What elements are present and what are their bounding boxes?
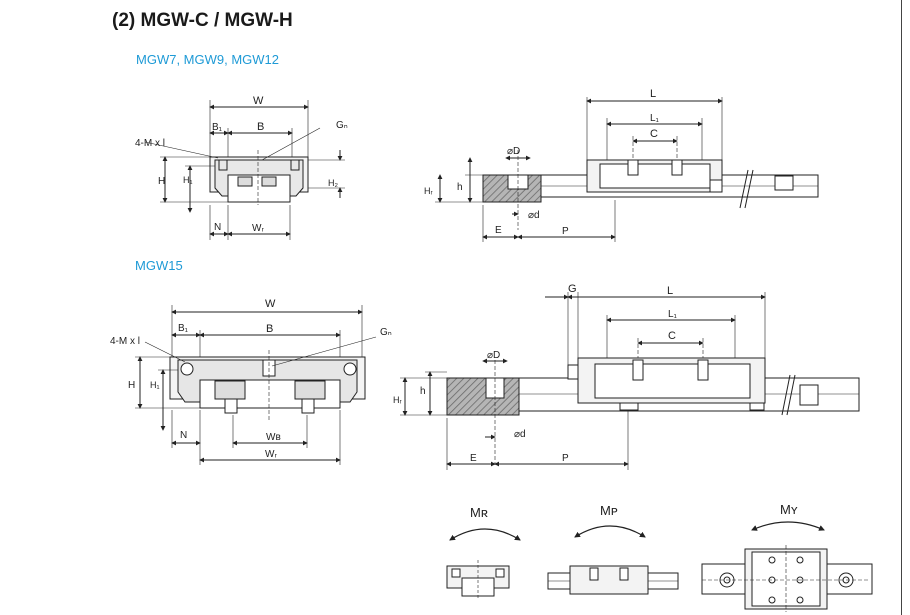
dim-label-mount-15: 4-M x l (110, 336, 140, 347)
dim-label-h: H (158, 176, 165, 187)
dim-label-b1-15: B₁ (178, 323, 189, 334)
dim-label-gn-15: Gₙ (380, 327, 392, 338)
dim-label-h-15: H (128, 380, 135, 391)
front-view-small (144, 100, 345, 240)
dim-label-h-side-15: h (420, 386, 426, 397)
dim-label-gn: Gₙ (336, 120, 348, 131)
dim-label-d-15: ⌀D (487, 350, 500, 361)
dim-label-c-15: C (668, 330, 676, 342)
page-border-line (901, 0, 902, 615)
dim-label-mount: 4-M x l (135, 138, 165, 149)
moment-mr-diagram (446, 528, 521, 600)
side-view-small (435, 97, 819, 242)
dim-label-n: N (214, 222, 221, 233)
page-title: (2) MGW-C / MGW-H (112, 10, 293, 31)
dim-label-l: L (650, 88, 656, 100)
moment-label-mr: Mʀ (470, 505, 488, 520)
dim-label-small-d-15: ⌀d (514, 429, 526, 440)
dim-label-hr: Hᵣ (424, 186, 433, 196)
moment-label-mp: Mᴘ (600, 503, 618, 518)
dim-label-n-15: N (180, 430, 187, 441)
section-subtitle-small-models: MGW7, MGW9, MGW12 (136, 52, 279, 67)
dim-label-b: B (257, 121, 264, 133)
dim-label-hr-15: Hᵣ (393, 395, 402, 405)
dim-label-l1-15: L₁ (668, 309, 678, 320)
side-view-mgw15 (400, 292, 860, 470)
dim-label-small-d: ⌀d (528, 210, 540, 221)
dim-label-wb-15: Wʙ (266, 432, 281, 443)
section-subtitle-mgw15: MGW15 (135, 258, 183, 273)
dim-label-h1-15: H₁ (150, 380, 160, 390)
dim-label-d: ⌀D (507, 146, 520, 157)
dim-label-g-15: G (568, 283, 577, 295)
dim-label-h1: H₁ (183, 175, 193, 185)
dim-label-wr-15: Wᵣ (265, 449, 277, 460)
dim-label-h2: H₂ (328, 178, 338, 188)
front-view-mgw15 (135, 305, 377, 465)
dim-label-p: P (562, 226, 569, 237)
moment-label-my: Mʏ (780, 502, 798, 517)
dim-label-b1: B₁ (212, 122, 223, 133)
dim-label-b-15: B (266, 323, 273, 335)
dim-label-h-side: h (457, 182, 463, 193)
dim-label-e: E (495, 225, 502, 236)
dim-label-l-15: L (667, 285, 673, 297)
dim-label-p-15: P (562, 453, 569, 464)
dim-label-e-15: E (470, 453, 477, 464)
moment-mp-diagram (547, 525, 679, 595)
dim-label-wr: Wᵣ (252, 223, 264, 234)
dim-label-w: W (253, 95, 264, 107)
dim-label-l1: L₁ (650, 113, 660, 124)
moment-my-diagram (701, 521, 873, 612)
dim-label-c: C (650, 128, 658, 140)
dim-label-w-15: W (265, 298, 276, 310)
